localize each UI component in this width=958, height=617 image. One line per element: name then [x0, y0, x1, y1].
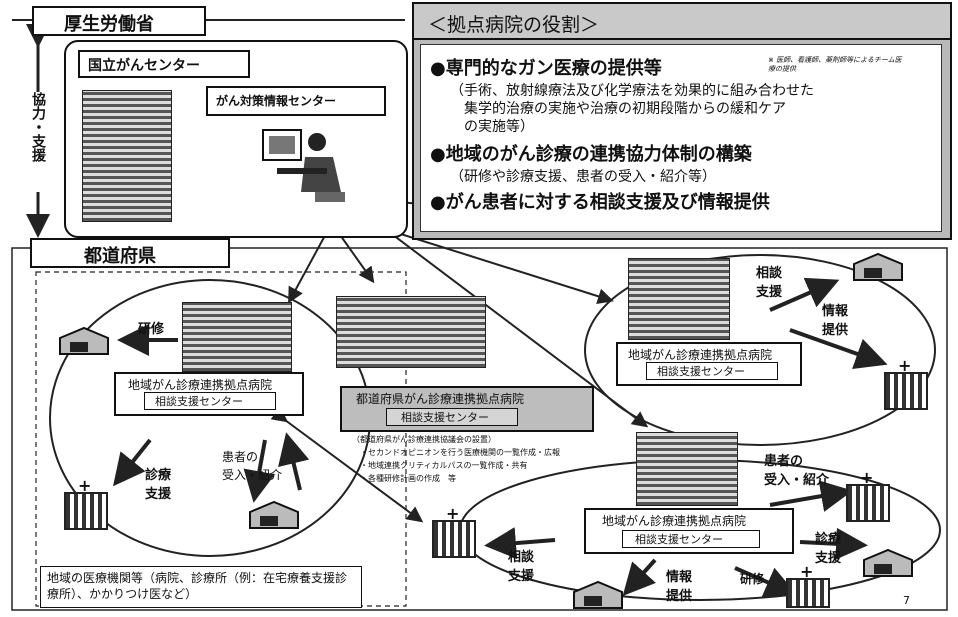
council-bullet-2: ・地域連携クリティカルパスの一覧作成・共有 — [360, 461, 528, 470]
left-home-icon — [246, 500, 302, 530]
role-item-1-detail-3: の実施等） — [464, 119, 534, 135]
role-item-2: ●地域のがん診療の連携協力体制の構築 — [430, 144, 752, 165]
prefectural-consult-box: 相談支援センター — [386, 408, 518, 426]
right-top-info-1: 情報 — [822, 304, 849, 319]
right-top-info-2: 提供 — [822, 323, 849, 338]
right-bottom-clinic-left-icon — [432, 504, 476, 558]
right-bottom-consult-box: 相談支援センター — [622, 530, 760, 548]
right-bottom-hospital-building-icon — [636, 432, 738, 506]
right-bottom-home-right-icon — [860, 548, 916, 578]
right-bottom-hospital-box: 地域がん診療連携拠点病院 相談支援センター — [584, 508, 794, 554]
ministry-box: 厚生労働省 — [32, 6, 206, 36]
prefecture-label: 都道府県 — [84, 246, 156, 267]
left-hospital-building-icon — [182, 302, 292, 372]
role-item-3: ●がん患者に対する相談支援及び情報提供 — [430, 192, 770, 213]
left-clinic-icon — [64, 476, 108, 530]
right-bottom-patient-2: 受入・紹介 — [764, 473, 830, 488]
national-center-box: 国立がんセンター — [78, 50, 250, 78]
right-bottom-info-1: 情報 — [666, 570, 693, 585]
role-item-1-note: ※ 医師、看護師、薬剤師等によるチーム医療の提供 — [768, 56, 902, 73]
right-bottom-medical-1: 診療 — [815, 532, 842, 547]
computer-operator-icon — [255, 122, 360, 207]
right-top-consult-box: 相談支援センター — [646, 362, 778, 380]
left-consult-label: 相談支援センター — [155, 395, 243, 408]
local-institutions-label: 地域の医療機関等（病院、診療所（例：在宅療養支援診療所）、かかりつけ医など） — [47, 571, 348, 601]
right-bottom-consult-label: 相談支援センター — [635, 533, 723, 546]
right-bottom-hospital-label: 地域がん診療連携拠点病院 — [602, 514, 747, 528]
prefectural-hospital-label: 都道府県がん診療連携拠点病院 — [356, 392, 525, 406]
info-center-label: がん対策情報センター — [216, 94, 337, 108]
prefectural-hospital-building-icon — [336, 296, 486, 368]
right-bottom-clinic-bottom-icon — [786, 562, 830, 608]
left-medical-support-1: 診療 — [145, 468, 172, 483]
right-bottom-consult-2: 支援 — [508, 569, 535, 584]
right-top-consult-label: 相談支援センター — [657, 365, 745, 378]
left-consult-box: 相談支援センター — [144, 392, 276, 410]
right-bottom-training: 研修 — [740, 572, 765, 586]
right-bottom-clinic-right-icon — [846, 468, 890, 522]
right-bottom-info-2: 提供 — [666, 589, 693, 604]
role-item-1-detail-2: 集学的治療の実施や治療の初期段階からの緩和ケア — [464, 101, 786, 117]
left-hospital-box: 地域がん診療連携拠点病院 相談支援センター — [114, 372, 304, 416]
right-bottom-consult-1: 相談 — [508, 550, 535, 565]
left-patient-1: 患者の — [222, 450, 259, 464]
cooperation-label: 協力・支援 — [30, 92, 46, 162]
left-training-label: 研修 — [138, 322, 165, 337]
role-item-1-detail-1: （手術、放射線療法及び化学療法を効果的に組み合わせた — [450, 83, 814, 99]
prefectural-hospital-box: 都道府県がん診療連携拠点病院 相談支援センター — [340, 386, 594, 432]
cooperation-band: 協力・支援 — [25, 92, 51, 192]
prefecture-box: 都道府県 — [30, 238, 230, 268]
right-top-clinic-icon — [884, 356, 928, 410]
left-patient-2: 受入・紹介 — [222, 468, 283, 482]
left-hospital-label: 地域がん診療連携拠点病院 — [128, 378, 273, 392]
roles-panel: ●専門的なガン医療の提供等 ※ 医師、看護師、薬剤師等によるチーム医療の提供 （… — [412, 38, 952, 240]
left-medical-support-2: 支援 — [145, 487, 172, 502]
role-item-1: ●専門的なガン医療の提供等 — [430, 58, 662, 79]
right-top-hospital-box: 地域がん診療連携拠点病院 相談支援センター — [616, 342, 802, 386]
local-institutions-box: 地域の医療機関等（病院、診療所（例：在宅療養支援診療所）、かかりつけ医など） — [40, 566, 362, 608]
national-center-label: 国立がんセンター — [88, 58, 200, 74]
right-bottom-home-left-icon — [570, 580, 626, 610]
right-top-hospital-label: 地域がん診療連携拠点病院 — [628, 348, 773, 362]
right-bottom-patient-1: 患者の — [764, 454, 804, 469]
info-center-box: がん対策情報センター — [206, 86, 386, 116]
right-bottom-medical-2: 支援 — [815, 551, 842, 566]
roles-title-bar: ＜拠点病院の役割＞ — [412, 2, 952, 42]
prefectural-consult-label: 相談支援センター — [401, 411, 489, 424]
right-top-consult-1: 相談 — [756, 266, 783, 281]
roles-title: ＜拠点病院の役割＞ — [428, 14, 600, 36]
right-top-hospital-building-icon — [628, 258, 730, 340]
right-top-home-icon — [850, 252, 906, 282]
council-bullet-3: ・各種研修計画の作成 等 — [360, 474, 456, 483]
page-number: 7 — [903, 594, 910, 607]
council-bullet-1: ・セカンドオピニオンを行う医療機関の一覧作成・広報 — [360, 448, 560, 457]
national-center-building-icon — [82, 90, 172, 222]
roles-inner — [420, 44, 942, 232]
right-top-consult-2: 支援 — [756, 285, 783, 300]
ministry-label: 厚生労働省 — [64, 14, 154, 35]
left-clinic-house-icon — [56, 326, 112, 356]
council-label: （都道府県がん診療連携協議会の設置） — [352, 435, 496, 444]
role-item-2-detail: （研修や診療支援、患者の受入・紹介等） — [450, 169, 716, 185]
